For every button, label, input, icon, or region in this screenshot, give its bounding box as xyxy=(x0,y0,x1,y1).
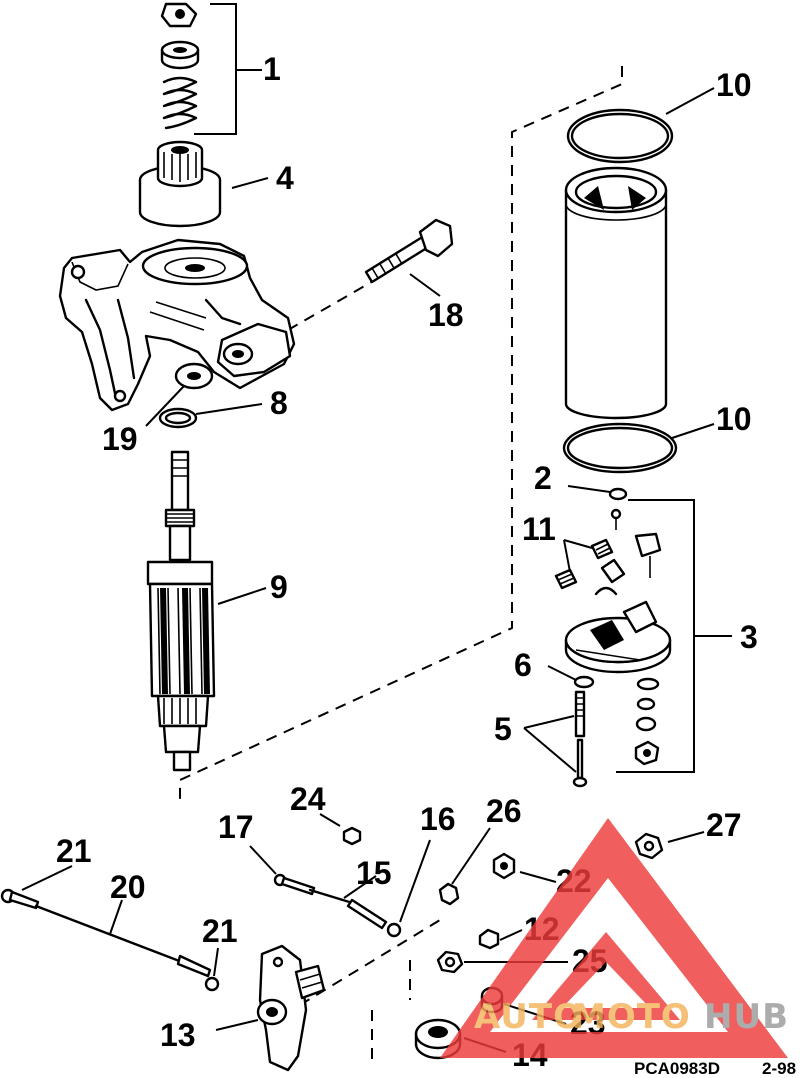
field-frame xyxy=(564,166,668,420)
watermark-word-hub: HUB xyxy=(704,997,789,1037)
watermark-word-auto: AUTO xyxy=(474,997,583,1037)
part-19-washer xyxy=(145,362,214,427)
callout-21-left: 21 xyxy=(56,833,92,869)
part-27-lockwasher xyxy=(634,831,705,860)
callout-1: 1 xyxy=(263,51,281,87)
callout-26: 26 xyxy=(486,793,522,829)
part-20-cable xyxy=(0,865,220,992)
part-10-o-ring-upper xyxy=(566,87,715,164)
drive-end-housing xyxy=(58,238,296,412)
automotohub-watermark: AUTO MOTO HUB xyxy=(440,818,789,1058)
part-4-drive-pinion xyxy=(138,140,269,228)
callout-18: 18 xyxy=(428,297,464,333)
callout-10-upper: 10 xyxy=(716,67,752,103)
callout-16: 16 xyxy=(420,801,456,837)
watermark-word-moto: MOTO xyxy=(572,997,691,1037)
part-5-screws xyxy=(523,690,588,788)
callout-27: 27 xyxy=(706,807,742,843)
part-22-nut xyxy=(492,852,557,883)
watermark-triangle-inner xyxy=(532,932,680,1020)
callout-5: 5 xyxy=(494,711,512,747)
part-15-cable xyxy=(249,839,431,938)
part-10-o-ring-lower xyxy=(562,422,715,474)
callout-3: 3 xyxy=(740,619,758,655)
watermark-triangle-outer xyxy=(440,818,788,1058)
callout-20: 20 xyxy=(110,869,146,905)
part-18-through-bolt xyxy=(364,218,454,297)
callout-6: 6 xyxy=(514,647,532,683)
callout-11: 11 xyxy=(522,511,556,547)
callout-21-right: 21 xyxy=(202,913,238,949)
callout-13: 13 xyxy=(160,1017,196,1053)
callout-4: 4 xyxy=(276,160,294,196)
callout-15: 15 xyxy=(356,855,392,891)
part-9-armature xyxy=(146,450,267,772)
part-6-washer xyxy=(547,665,595,689)
callout-24: 24 xyxy=(290,781,326,817)
diagram-date: 2-98 xyxy=(762,1059,796,1078)
part-12-nut xyxy=(478,928,523,950)
callout-19: 19 xyxy=(102,421,138,457)
part-26-lockwasher xyxy=(438,827,491,906)
diagram-code: PCA0983D xyxy=(634,1059,720,1078)
part-3-end-cap-assembly xyxy=(554,485,732,773)
part-1-nut-washer-spring xyxy=(160,2,262,135)
callout-10-lower: 10 xyxy=(716,401,752,437)
callout-8: 8 xyxy=(270,385,288,421)
callout-9: 9 xyxy=(270,569,288,605)
part-8-shim-washer xyxy=(158,403,263,429)
part-13-throttle-lever xyxy=(215,944,326,1072)
callout-17: 17 xyxy=(218,809,254,845)
callout-2: 2 xyxy=(534,460,552,496)
part-24-nut xyxy=(319,813,362,846)
callout-labels: 1 4 18 8 19 9 10 10 2 11 3 6 5 24 17 16 … xyxy=(56,51,758,1073)
